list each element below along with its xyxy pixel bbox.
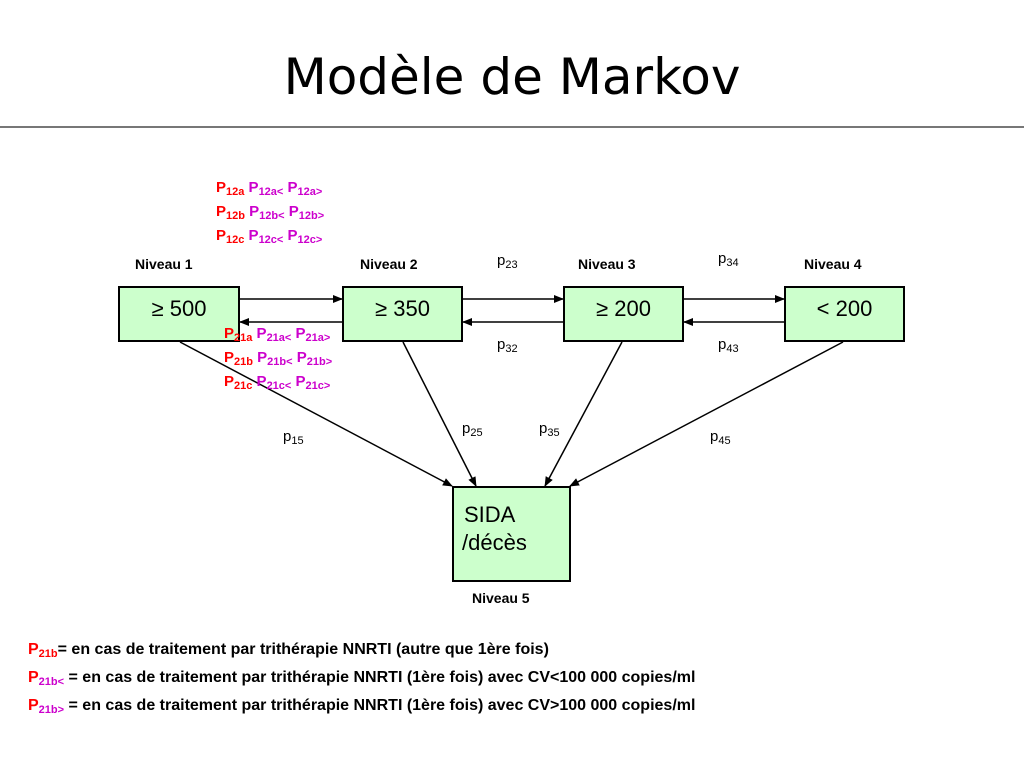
p21-line-b: P21b P21b< P21b> bbox=[224, 349, 333, 368]
arrow-2-to-5 bbox=[402, 341, 477, 487]
transition-label-p23: p23 bbox=[497, 252, 518, 271]
transition-label-p25: p25 bbox=[462, 420, 483, 439]
legend-item: P21b= en cas de traitement par trithérap… bbox=[28, 641, 549, 660]
transition-label-p35: p35 bbox=[539, 420, 560, 439]
level-label-3: Niveau 3 bbox=[578, 256, 636, 272]
arrow-3-to-5 bbox=[544, 341, 623, 487]
legend: P21b= en cas de traitement par trithérap… bbox=[28, 638, 695, 722]
transition-label-p43: p43 bbox=[718, 336, 739, 355]
transition-label-p45: p45 bbox=[710, 428, 731, 447]
transition-label-p32: p32 bbox=[497, 336, 518, 355]
transition-label-p15: p15 bbox=[283, 428, 304, 447]
title-divider bbox=[0, 126, 1024, 128]
state-box-sida-deces: SIDA /décès bbox=[452, 486, 571, 582]
state-box-level-3-label: ≥ 200 bbox=[596, 296, 651, 321]
level-label-2: Niveau 2 bbox=[360, 256, 418, 272]
state-box-level-2: ≥ 350 bbox=[342, 286, 463, 342]
p12-line-c: P12c P12c< P12c> bbox=[216, 227, 323, 246]
transition-label-p34: p34 bbox=[718, 250, 739, 269]
p21-probability-group: P21a P21a< P21a> P21b P21b< P21b> P21c P… bbox=[224, 324, 332, 396]
p12-probability-group: P12a P12a< P12a> P12b P12b< P12b> P12c P… bbox=[216, 178, 324, 250]
arrow-1-to-5 bbox=[179, 341, 453, 487]
level-label-5: Niveau 5 bbox=[472, 590, 530, 606]
sida-label-line1: SIDA bbox=[464, 502, 516, 527]
state-box-level-1-label: ≥ 500 bbox=[151, 296, 207, 321]
legend-item: P21b< = en cas de traitement par trithér… bbox=[28, 669, 696, 688]
p12-line-b: P12b P12b< P12b> bbox=[216, 203, 325, 222]
p12-line-a: P12a P12a< P12a> bbox=[216, 179, 323, 198]
state-box-level-1: ≥ 500 bbox=[118, 286, 240, 342]
p21-line-a: P21a P21a< P21a> bbox=[224, 325, 331, 344]
state-box-level-3: ≥ 200 bbox=[563, 286, 684, 342]
page-title: Modèle de Markov bbox=[283, 48, 741, 106]
level-label-1: Niveau 1 bbox=[135, 256, 193, 272]
state-box-level-4-label: < 200 bbox=[816, 296, 873, 321]
state-box-level-2-label: ≥ 350 bbox=[375, 296, 430, 321]
sida-label-line2: /décès bbox=[462, 530, 527, 555]
state-box-level-4: < 200 bbox=[784, 286, 905, 342]
p21-line-c: P21c P21c< P21c> bbox=[224, 373, 331, 392]
arrow-4-to-5 bbox=[569, 341, 844, 487]
level-label-4: Niveau 4 bbox=[804, 256, 862, 272]
legend-item: P21b> = en cas de traitement par trithér… bbox=[28, 697, 696, 716]
